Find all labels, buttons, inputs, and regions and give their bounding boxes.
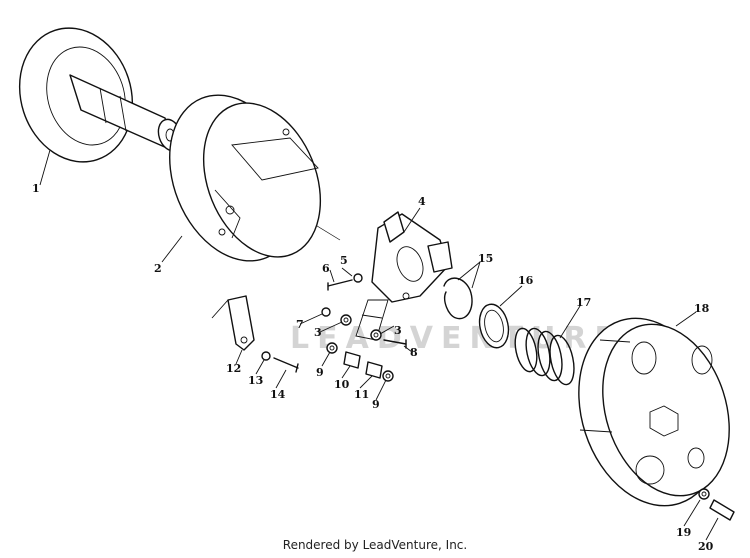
leader-lines: [39, 149, 719, 541]
part-16-bushing[interactable]: [476, 302, 513, 351]
part-11-roller[interactable]: [365, 361, 383, 379]
part-7-nut[interactable]: [321, 307, 331, 317]
callout-2: 2: [154, 262, 162, 275]
callout-3-left: 3: [314, 326, 322, 339]
callout-10: 10: [334, 378, 350, 391]
part-1-drive-shaft[interactable]: [3, 13, 186, 176]
part-9-washer-right[interactable]: [382, 370, 394, 382]
part-12-lever[interactable]: [211, 295, 255, 351]
part-10-roller[interactable]: [343, 351, 361, 369]
callout-9-left: 9: [316, 366, 324, 379]
part-9-washer-left[interactable]: [326, 342, 338, 354]
watermark: LEADVENTURE: [290, 321, 623, 356]
callout-9-right: 9: [372, 398, 380, 411]
part-2-clutch-housing[interactable]: [146, 76, 342, 280]
callout-19: 19: [676, 526, 691, 539]
callout-15: 15: [478, 252, 493, 265]
callout-18: 18: [694, 302, 710, 315]
callout-5: 5: [340, 254, 348, 267]
callout-6: 6: [322, 262, 330, 275]
part-14-screw[interactable]: [273, 357, 299, 373]
footer-credit: Rendered by LeadVenture, Inc.: [282, 538, 468, 552]
part-3-washer-left[interactable]: [340, 314, 352, 326]
part-18-clutch-drum[interactable]: [556, 300, 750, 525]
callout-3-right: 3: [394, 324, 402, 337]
part-5-nut[interactable]: [353, 273, 363, 283]
callout-13: 13: [248, 374, 263, 387]
part-6-bolt[interactable]: [327, 279, 353, 291]
part-19-washer[interactable]: [698, 488, 710, 500]
callout-17: 17: [576, 296, 591, 309]
callout-16: 16: [518, 274, 534, 287]
callout-12: 12: [226, 362, 241, 375]
part-3-washer-right[interactable]: [370, 329, 382, 341]
part-8-bolt[interactable]: [383, 339, 407, 349]
callout-4: 4: [418, 195, 426, 208]
callout-11: 11: [354, 388, 369, 401]
callout-7: 7: [296, 318, 304, 331]
callout-20: 20: [698, 540, 714, 553]
callout-1: 1: [32, 182, 40, 195]
callout-14: 14: [270, 388, 286, 401]
part-15-snap-ring[interactable]: [443, 277, 473, 320]
callouts: 1 2 3 3 4 5 6 7 8 9 9 10 11 12 13 14 15 …: [32, 182, 714, 553]
callout-8: 8: [410, 346, 418, 359]
part-17-spring[interactable]: [512, 326, 578, 387]
part-20-bolt[interactable]: [709, 499, 735, 521]
part-13-washer[interactable]: [261, 351, 271, 361]
